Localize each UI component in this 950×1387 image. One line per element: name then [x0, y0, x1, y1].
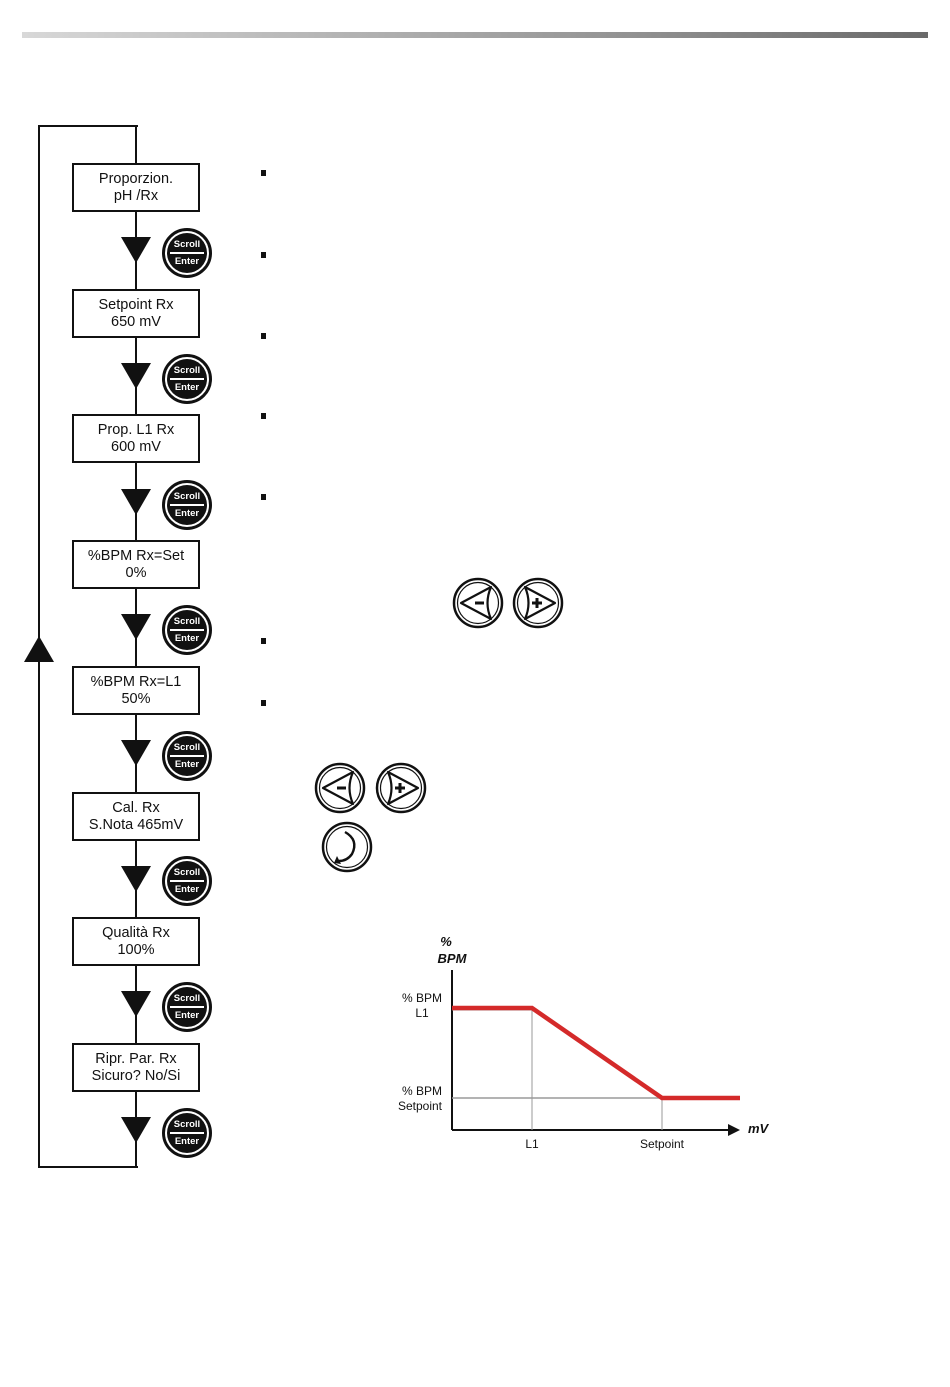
scroll-label: Scroll	[173, 1119, 201, 1130]
flow-step-line1: %BPM Rx=Set	[87, 547, 185, 564]
flow-step-line1: Proporzion.	[98, 170, 174, 187]
enter-label: Enter	[174, 508, 200, 519]
bullet	[261, 638, 266, 644]
flow-step-line2: 50%	[121, 690, 151, 707]
flow-step-line2: Sicuro? No/Si	[91, 1067, 181, 1084]
flow-step-line1: %BPM Rx=L1	[90, 673, 182, 690]
enter-label: Enter	[174, 759, 200, 770]
x-tick-l1: L1	[525, 1137, 539, 1151]
flow-step-line1: Prop. L1 Rx	[97, 421, 175, 438]
chart-ylabel-line2: BPM	[438, 951, 468, 966]
x-tick-setpoint: Setpoint	[640, 1137, 685, 1151]
scroll-label: Scroll	[173, 239, 201, 250]
flow-down-arrow-icon	[121, 1117, 151, 1143]
flow-step-line2: 100%	[117, 941, 155, 958]
flow-step-line1: Setpoint Rx	[98, 296, 174, 313]
scroll-label: Scroll	[173, 867, 201, 878]
y-tick-l1-line2: L1	[415, 1006, 429, 1020]
chart-ylabel-line1: %	[440, 934, 452, 949]
plus-key-icon[interactable]	[374, 761, 428, 815]
bullet	[261, 700, 266, 706]
flow-down-arrow-icon	[121, 740, 151, 766]
flow-down-arrow-icon	[121, 991, 151, 1017]
flow-line-bottom	[38, 1166, 138, 1168]
flow-step-line2: 650 mV	[111, 313, 161, 330]
scroll-label: Scroll	[173, 993, 201, 1004]
flow-down-arrow-icon	[121, 489, 151, 515]
y-tick-l1-line1: % BPM	[402, 991, 442, 1005]
flow-down-arrow-icon	[121, 363, 151, 389]
flow-step-line2: S.Nota 465mV	[88, 816, 184, 833]
flow-line-center	[135, 125, 137, 1168]
flow-step-line1: Qualità Rx	[102, 924, 170, 941]
enter-label: Enter	[174, 256, 200, 267]
scroll-label: Scroll	[173, 491, 201, 502]
bullet	[261, 333, 266, 339]
y-tick-setpoint-line2: Setpoint	[398, 1099, 443, 1113]
flow-line-top	[38, 125, 138, 127]
flow-step-line1: Ripr. Par. Rx	[95, 1050, 177, 1067]
scroll-label: Scroll	[173, 616, 201, 627]
chart-xlabel: mV	[748, 1121, 770, 1136]
y-tick-setpoint-line1: % BPM	[402, 1084, 442, 1098]
enter-label: Enter	[174, 633, 200, 644]
flow-step-box: Proporzion.pH /Rx	[72, 163, 200, 212]
flow-step-line2: 0%	[125, 564, 147, 581]
bullet	[261, 494, 266, 500]
bullet	[261, 413, 266, 419]
minus-key-icon[interactable]	[313, 761, 367, 815]
bpm-series-line	[452, 1005, 740, 1101]
enter-label: Enter	[174, 382, 200, 393]
flow-step-line1: Cal. Rx	[112, 799, 160, 816]
flow-down-arrow-icon	[121, 866, 151, 892]
plus-key-icon[interactable]	[511, 576, 565, 630]
flow-down-arrow-icon	[121, 237, 151, 263]
top-rule	[22, 32, 928, 38]
enter-rotate-key-icon[interactable]	[319, 820, 375, 874]
loop-up-arrow-icon	[24, 636, 54, 662]
enter-label: Enter	[174, 1010, 200, 1021]
scroll-label: Scroll	[173, 742, 201, 753]
x-axis-arrow-icon	[728, 1124, 740, 1136]
enter-label: Enter	[174, 884, 200, 895]
enter-label: Enter	[174, 1136, 200, 1147]
scroll-label: Scroll	[173, 365, 201, 376]
flow-step-line2: 600 mV	[111, 438, 161, 455]
flow-step-line2: pH /Rx	[113, 187, 159, 204]
bpm-chart: % BPM mV % BPM L1 % BPM Setpoint L1 Setp…	[398, 934, 770, 1151]
bullet	[261, 170, 266, 176]
minus-key-icon[interactable]	[451, 576, 505, 630]
flow-down-arrow-icon	[121, 614, 151, 640]
bullet	[261, 252, 266, 258]
